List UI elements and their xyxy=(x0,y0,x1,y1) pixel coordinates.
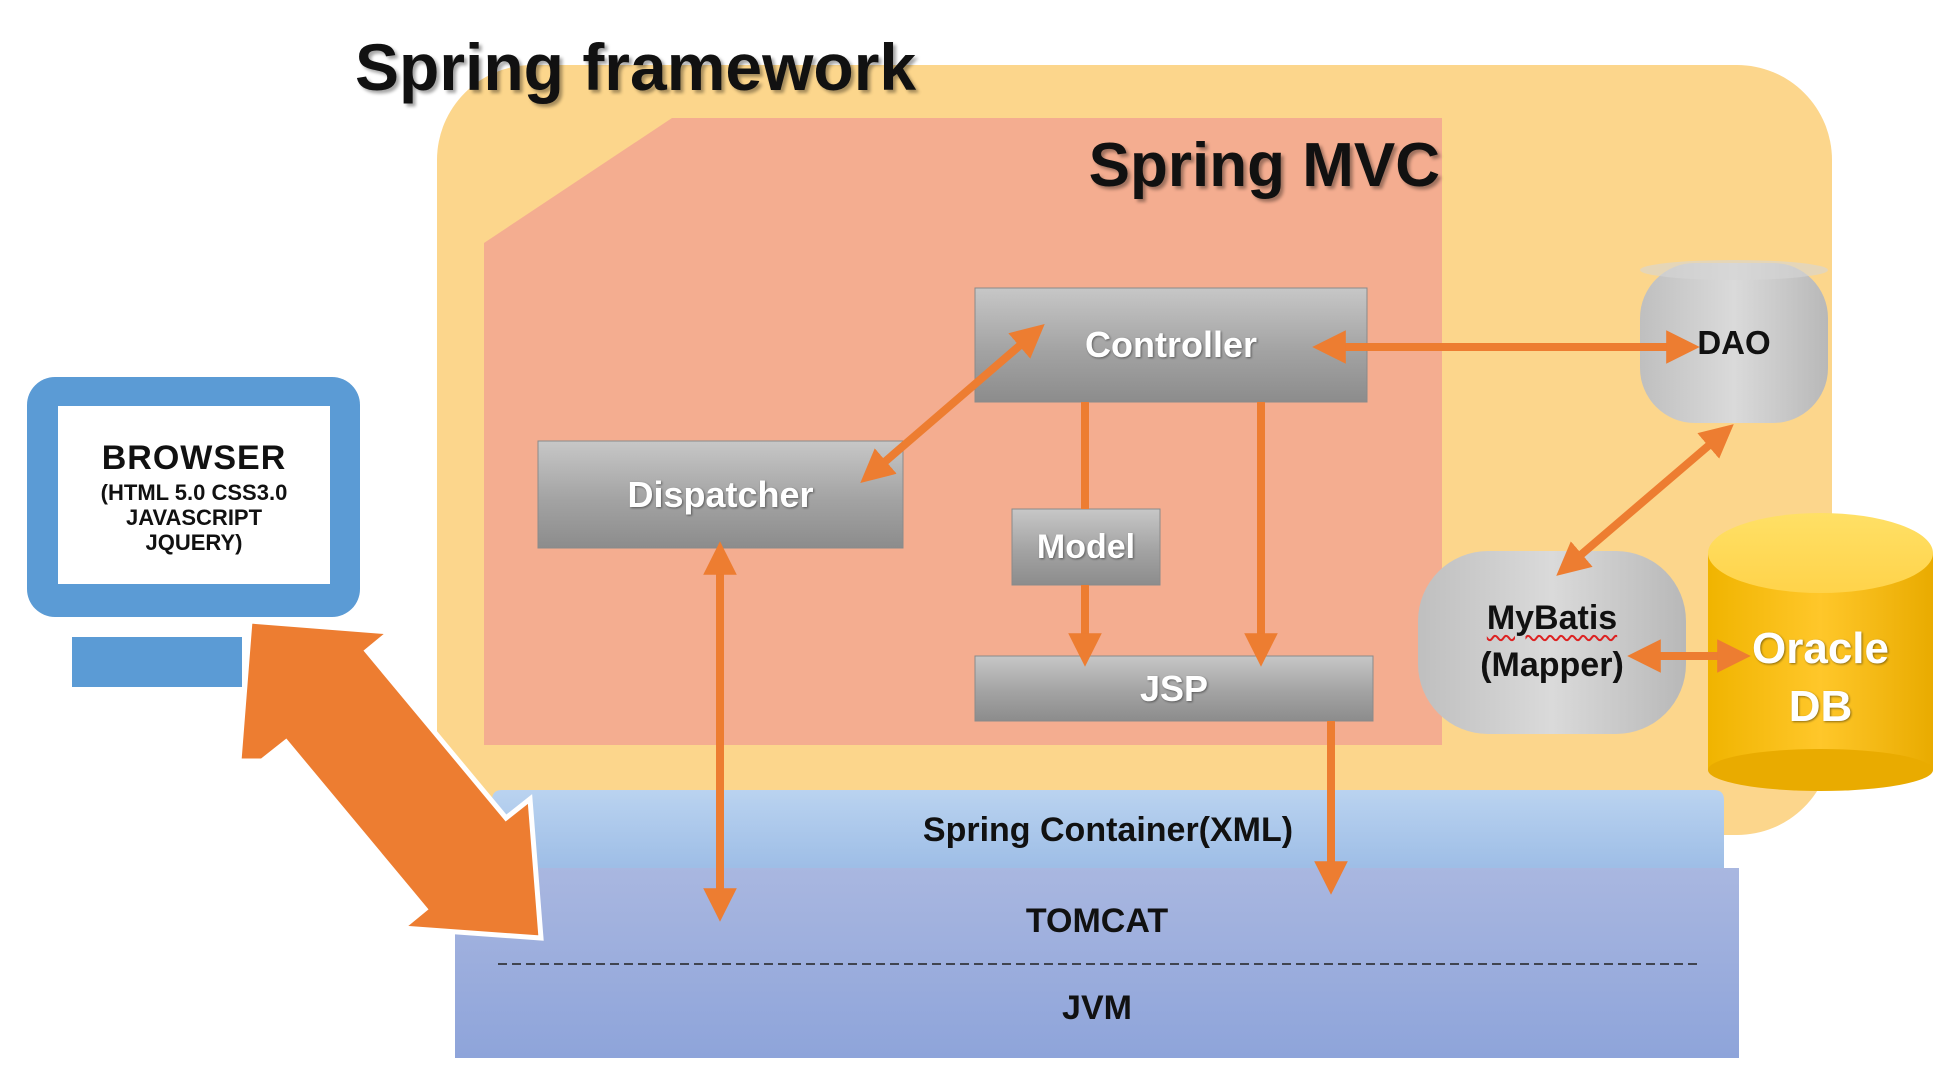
mybatis-sub-label: (Mapper) xyxy=(1480,645,1624,684)
oracle-line1-label: Oracle xyxy=(1752,624,1889,673)
spring-mvc-region xyxy=(484,118,1442,745)
oracle-line2-label: DB xyxy=(1788,682,1853,731)
dao-label: DAO xyxy=(1697,324,1771,361)
dispatcher-label: Dispatcher xyxy=(627,473,814,515)
browser-monitor xyxy=(27,377,360,687)
browser-title: BROWSER xyxy=(101,438,287,477)
arrow-dispatcher-controller xyxy=(860,324,1045,483)
browser-line1: (HTML 5.0 CSS3.0 xyxy=(100,480,288,505)
spring-container-bar xyxy=(492,790,1724,870)
arrow-dao-mybatis xyxy=(1556,424,1734,576)
jsp-label: JSP xyxy=(1139,667,1209,709)
mybatis-cylinder xyxy=(1418,551,1686,734)
spring-framework-title: Spring framework xyxy=(355,30,917,104)
tomcat-label: TOMCAT xyxy=(1025,901,1169,940)
spring-mvc-title: Spring MVC xyxy=(1088,130,1440,200)
browser-tomcat-arrow xyxy=(236,618,544,941)
jsp-box xyxy=(974,655,1374,722)
tomcat-jvm-bar xyxy=(455,868,1739,1058)
mybatis-name-label: MyBatis xyxy=(1486,598,1618,637)
browser-line3: JQUERY) xyxy=(145,530,243,555)
spring-container-label: Spring Container(XML) xyxy=(922,810,1294,849)
mybatis-name-wrap: MyBatis xyxy=(1418,593,1686,643)
controller-label: Controller xyxy=(1084,324,1257,365)
model-label: Model xyxy=(1036,527,1136,566)
model-box xyxy=(1011,508,1161,586)
dao-cylinder xyxy=(1640,260,1828,423)
browser-line2: JAVASCRIPT xyxy=(125,505,263,530)
dispatcher-box xyxy=(537,440,904,549)
jvm-label: JVM xyxy=(1062,988,1132,1027)
